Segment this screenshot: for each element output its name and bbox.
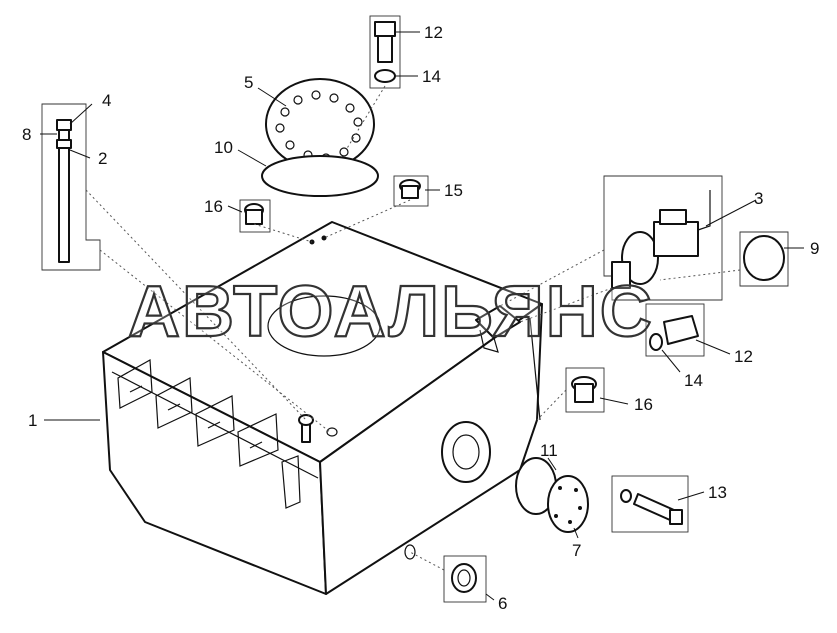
callout-15: 15 [444, 181, 463, 200]
callout-12-right: 12 [734, 347, 753, 366]
filler-opening [267, 295, 381, 357]
callout-14-top: 14 [422, 67, 441, 86]
o-ring-9 [743, 235, 785, 281]
callout-4: 4 [102, 91, 111, 110]
callout-labels: 1 2 3 4 5 6 7 8 9 10 11 12 12 13 14 14 1… [22, 23, 819, 613]
leader-lines [40, 31, 804, 601]
callout-10: 10 [214, 138, 233, 157]
drain-plug [443, 555, 487, 603]
intake-tube [41, 103, 101, 271]
top-bolt [369, 15, 401, 89]
callout-12-top: 12 [424, 23, 443, 42]
callout-7: 7 [572, 541, 581, 560]
side-flange [441, 421, 491, 483]
callout-16-side: 16 [634, 395, 653, 414]
fuel-tank [102, 221, 543, 595]
strap-recesses [117, 359, 301, 509]
callout-11: 11 [540, 441, 558, 460]
callout-9: 9 [810, 239, 819, 258]
callout-3: 3 [754, 189, 763, 208]
callout-2: 2 [98, 149, 107, 168]
callout-14-right: 14 [684, 371, 703, 390]
cover-gasket [261, 155, 379, 197]
watermark: АВТОАЛЬЯНС [128, 272, 654, 352]
hose-fitting [645, 303, 705, 357]
plug-15 [393, 175, 429, 207]
valve-assembly [603, 175, 723, 301]
callout-16-top: 16 [204, 197, 223, 216]
assembly-lines [85, 85, 741, 571]
gauge-sender [475, 305, 521, 353]
callout-8: 8 [22, 125, 31, 144]
bolt-13 [611, 475, 689, 533]
callout-6: 6 [498, 594, 507, 613]
top-vent-plug [298, 414, 338, 443]
flange-7 [547, 475, 589, 533]
callout-5: 5 [244, 73, 253, 92]
callout-13: 13 [708, 483, 727, 502]
callout-1: 1 [28, 411, 37, 430]
plug-16-side [565, 367, 605, 413]
plug-16-top [239, 199, 271, 233]
